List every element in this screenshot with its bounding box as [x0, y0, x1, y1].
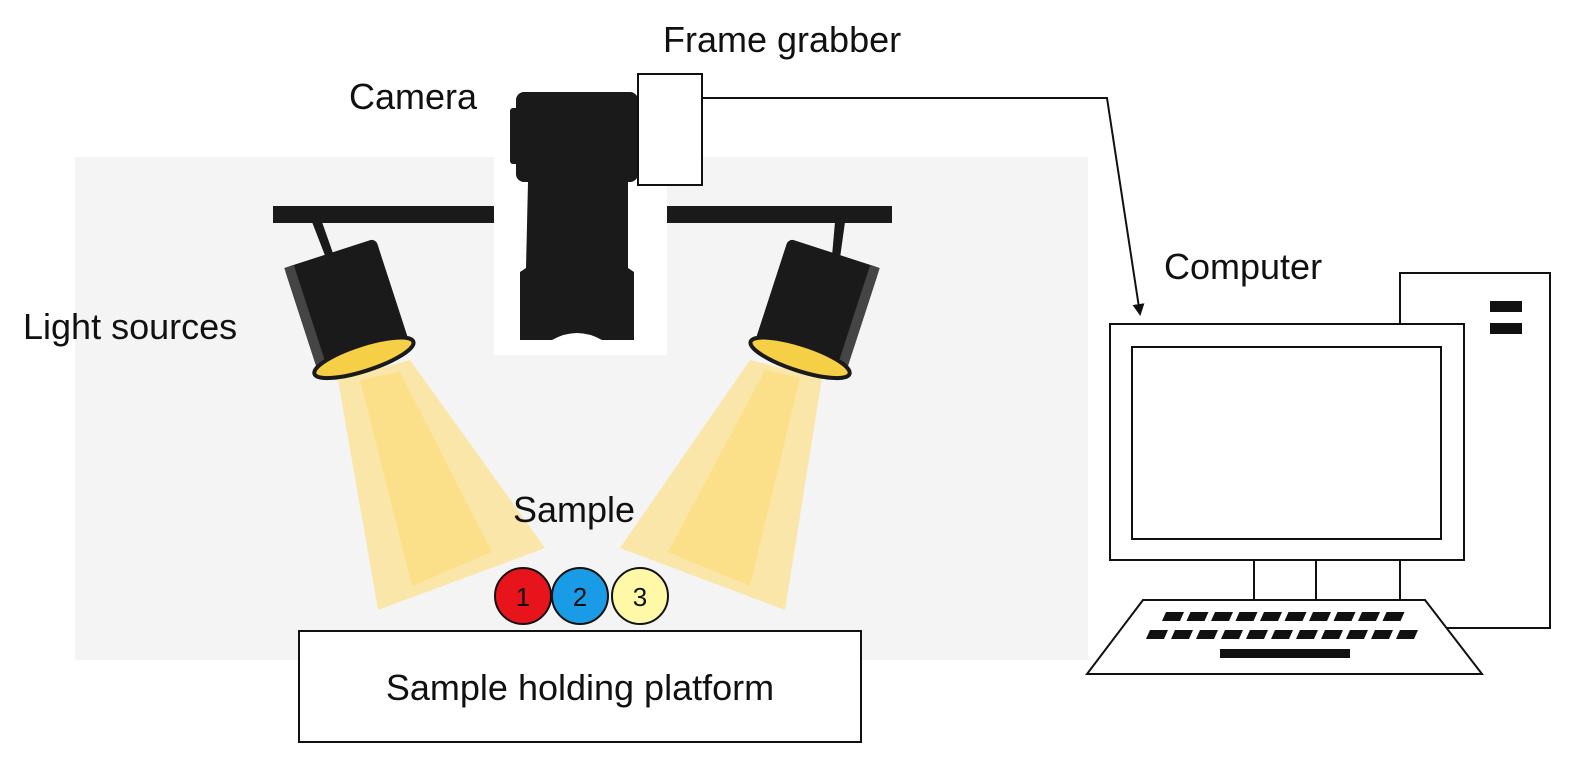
computer-screen: [1131, 346, 1442, 540]
sample-1-number: 1: [516, 582, 530, 612]
keyboard-key: [1271, 630, 1293, 639]
sample-2-number: 2: [573, 582, 587, 612]
light-source-left-icon: [284, 222, 416, 381]
sample-1: 1: [494, 567, 552, 625]
monitor-stand: [1253, 559, 1317, 601]
frame-grabber-label: Frame grabber: [663, 19, 901, 60]
keyboard-key: [1162, 612, 1184, 621]
sample-3-number: 3: [633, 582, 647, 612]
sample-holding-platform: [298, 630, 862, 743]
keyboard-key: [1221, 630, 1243, 639]
keyboard-key: [1260, 612, 1282, 621]
keyboard-key: [1296, 630, 1318, 639]
keyboard-key: [1371, 630, 1393, 639]
keyboard-key: [1171, 630, 1193, 639]
light-beam-left: [338, 360, 545, 610]
keyboard-key: [1333, 612, 1356, 621]
keyboard-key: [1211, 612, 1233, 621]
keyboard-key: [1186, 612, 1209, 621]
keyboard-key: [1309, 612, 1331, 621]
keyboard-key: [1396, 630, 1418, 639]
keyboard-key: [1284, 612, 1307, 621]
light-source-right-icon: [748, 222, 880, 381]
keyboard-key: [1196, 630, 1218, 639]
sample-2-circle: [551, 567, 609, 625]
light-sources-label: Light sources: [23, 306, 237, 347]
keyboard-key: [1146, 630, 1168, 639]
keyboard-key: [1235, 612, 1258, 621]
keyboard-key: [1246, 630, 1268, 639]
sample-label: Sample: [513, 489, 635, 530]
sample-2: 2: [551, 567, 609, 625]
keyboard-key: [1382, 612, 1405, 621]
platform-label: Sample holding platform: [386, 667, 774, 708]
keyboard-key: [1321, 630, 1343, 639]
connection-arrow: [702, 97, 1145, 316]
camera-label: Camera: [349, 76, 478, 117]
computer-icon: [1084, 272, 1551, 675]
mounting-bar: [273, 206, 892, 223]
keyboard-key: [1346, 630, 1368, 639]
computer-label: Computer: [1164, 246, 1322, 287]
camera-icon: [510, 92, 638, 340]
sample-3-circle: [611, 567, 669, 625]
light-beam-right: [620, 360, 822, 610]
keyboard-key: [1358, 612, 1380, 621]
frame-grabber-box: [637, 73, 703, 186]
sample-3: 3: [611, 567, 669, 625]
keyboard-icon: [1084, 599, 1485, 675]
